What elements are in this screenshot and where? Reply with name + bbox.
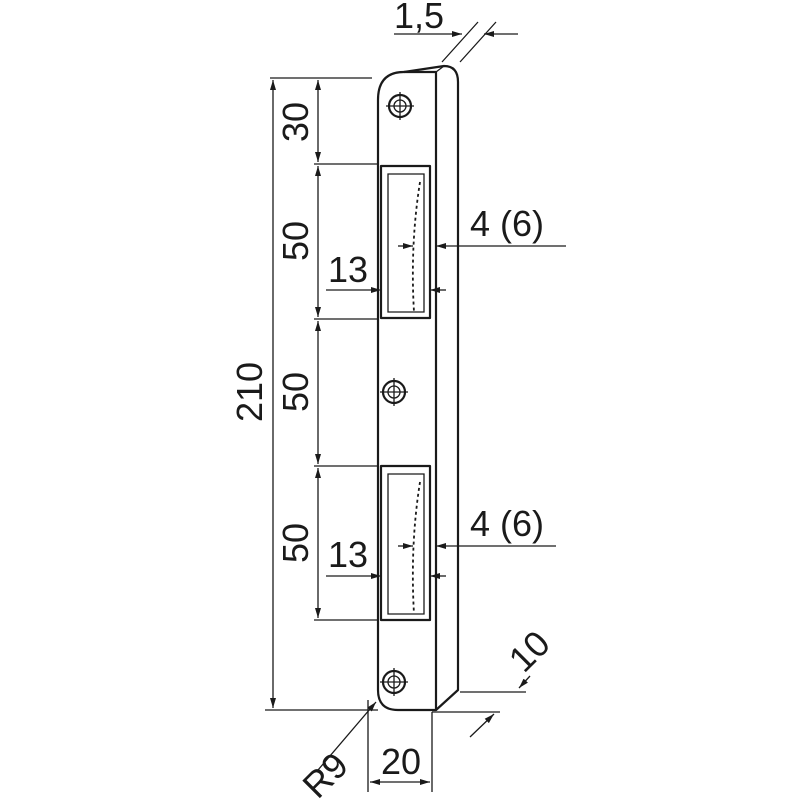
label-slot-lower-length: 50 [275,523,316,563]
label-top-offset: 30 [275,102,316,142]
screw-hole-bottom-icon [380,668,408,696]
label-edge-depth: 10 [501,623,558,680]
slot-lower [379,464,432,622]
label-spacing-middle: 50 [275,372,316,412]
strike-plate [376,64,460,712]
label-slot-lower-depth: 4 (6) [470,503,544,544]
label-plate-width: 20 [381,741,421,782]
plate-inner-edge [435,65,445,73]
slot-upper [379,164,432,320]
label-slot-lower-width: 13 [328,534,368,575]
label-slot-upper-width: 13 [328,249,368,290]
label-total-length: 210 [229,362,270,422]
plate-side-edge [403,64,460,711]
screw-hole-top-icon [386,92,414,120]
label-slot-upper-depth: 4 (6) [470,203,544,244]
dimension-lines [265,21,566,792]
dimension-labels: 1,5 30 50 50 50 210 13 13 4 (6) 4 (6) 10… [229,0,558,800]
label-corner-radius: R9 [294,744,356,800]
label-thickness: 1,5 [394,0,444,36]
label-slot-upper-length: 50 [275,221,316,261]
screw-hole-middle-icon [380,378,408,406]
